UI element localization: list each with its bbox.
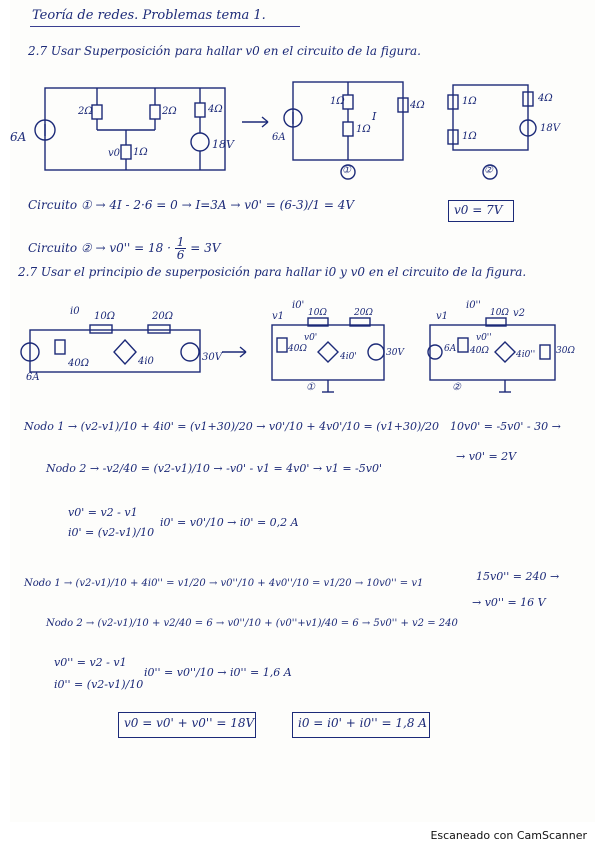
p2s2-node2-r: → v0'' = 16 V [472,596,546,609]
p2-node2-r: → v0' = 2V [456,450,517,463]
p2s1-v1: v1 [272,311,285,322]
p2s2-node1-r: 15v0'' = 240 → [476,570,560,583]
p1-eq1: Circuito ① → 4I - 2·6 = 0 → I=3A → v0' =… [28,198,355,212]
sub2-rtop: 1Ω [462,96,477,107]
p2-label-30v: 30V [202,352,222,363]
sub2-rbot: 1Ω [462,131,477,142]
label-v0: v0 [108,148,121,159]
problem1-circuits [34,81,537,180]
p1-result-box [448,200,514,222]
label-6a: 6A [10,130,27,144]
problem2-circuits [20,317,556,393]
sub1-rtop: 1Ω [330,96,345,107]
p2s2-r3: 40Ω [470,346,489,356]
sub2-num: ② [484,165,493,176]
p2-label-dep: 4i0 [138,356,154,367]
sub1-current: I [372,110,377,123]
scanner-watermark: Escaneado con CamScanner [430,829,587,842]
p2s1-i0: i0' [292,300,305,311]
sub2-rtop2: 4Ω [538,93,553,104]
label-r2: 2Ω [162,106,177,117]
final-v: v0 = v0' + v0'' = 18V [124,716,255,730]
p2-aux2: i0' = (v2-v1)/10 [68,526,155,539]
p2s1-src: 30V [386,348,404,358]
p2s2-node2: Nodo 2 → (v2-v1)/10 + v2/40 = 6 → v0''/1… [46,618,458,629]
p2-node2: Nodo 2 → -v2/40 = (v2-v1)/10 → -v0' - v1… [46,462,383,475]
p1-result: v0 = 7V [454,203,503,217]
p2s2-v2: v2 [513,308,526,319]
p2s2-aux2: i0'' = (v2-v1)/10 [54,678,144,691]
p2-label-r1: 10Ω [94,311,116,322]
p2-aux1: v0' = v2 - v1 [68,506,138,519]
sub1-rright: 4Ω [410,100,425,111]
main-current-source [34,119,56,141]
p2s2-aux1: v0'' = v2 - v1 [54,656,127,669]
p2s1-r2: 20Ω [354,308,373,318]
p2s1-r1: 10Ω [308,308,327,318]
label-rout: 1Ω [133,147,148,158]
problem1-statement: 2.7 Usar Superposición para hallar v0 en… [28,44,421,58]
p2s2-dep: 4i0'' [516,350,536,360]
final-i-box [292,712,430,738]
p2s2-src: 6A [444,344,457,354]
p2s2-num: ② [452,382,461,393]
p2s2-aux3: i0'' = v0''/10 → i0'' = 1,6 A [144,666,292,679]
p2-aux3: i0' = v0'/10 → i0' = 0,2 A [160,516,299,529]
p2s2-r1: 10Ω [490,308,509,318]
p2s1-r3: 40Ω [288,344,307,354]
p2s2-vo: v0'' [476,333,492,343]
label-r3: 4Ω [208,104,223,115]
sub1-rmid: 1Ω [356,124,371,135]
p2s1-dep: 4i0' [340,352,357,362]
problem2-statement: 2.7 Usar el principio de superposición p… [18,265,527,279]
p2-node1: Nodo 1 → (v2-v1)/10 + 4i0' = (v1+30)/20 … [24,420,439,433]
sub1-src: 6A [272,132,286,143]
p2-label-r2: 20Ω [152,311,174,322]
p2s1-vo: v0' [304,333,318,343]
sub1-num: ① [342,165,351,176]
p2-node1-r: 10v0' = -5v0' - 30 → [450,420,561,433]
sub2-src: 18V [540,123,560,134]
p2-label-r3: 40Ω [68,358,90,369]
label-r1: 2Ω [78,106,93,117]
p2-label-i0: i0 [70,306,80,317]
p2s2-srcr: 30Ω [556,346,575,356]
notebook-page: Teoría de redes. Problemas tema 1. 2.7 U… [10,0,595,822]
page-title: Teoría de redes. Problemas tema 1. [32,8,266,23]
title-underline [30,26,300,27]
p2s1-num: ① [306,382,315,393]
label-18v: 18V [212,138,234,151]
p2s2-v1: v1 [436,311,449,322]
p2s2-i0: i0'' [466,300,482,311]
final-v-box [118,712,256,738]
p2-label-6a: 6A [26,372,40,383]
p2s2-node1: Nodo 1 → (v2-v1)/10 + 4i0'' = v1/20 → v0… [24,578,424,589]
final-i: i0 = i0' + i0'' = 1,8 A [298,716,427,730]
